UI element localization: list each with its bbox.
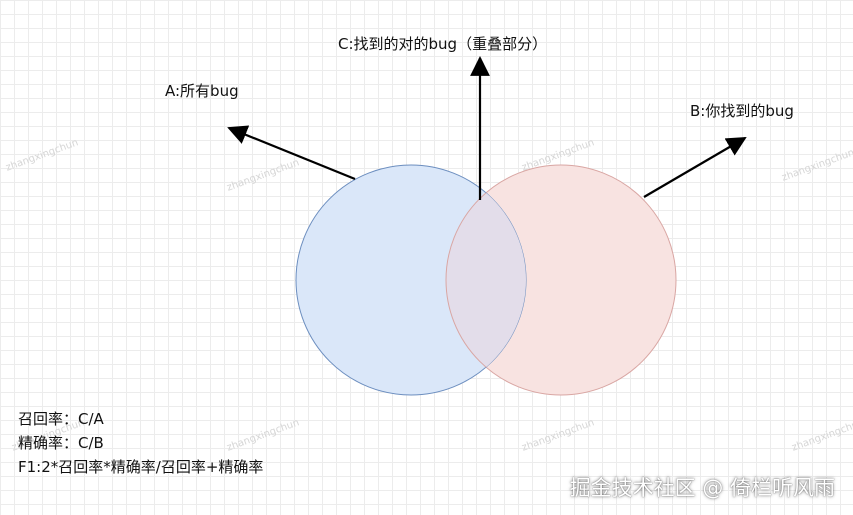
label-b-found-bugs: B:你找到的bug <box>690 102 794 120</box>
label-a-all-bugs: A:所有bug <box>165 82 239 100</box>
source-watermark: 掘金技术社区 @ 倚栏听风雨 <box>569 476 835 500</box>
precision-formula: 精确率：C/B <box>18 434 104 452</box>
overlap-region <box>445 165 526 395</box>
formula-list: 召回率：C/A 精确率：C/B F1:2*召回率*精确率/召回率+精确率 <box>18 407 263 479</box>
arrow-a <box>227 125 356 181</box>
recall-formula: 召回率：C/A <box>18 410 104 428</box>
arrow-b <box>643 137 747 198</box>
label-c-overlap: C:找到的对的bug（重叠部分） <box>338 35 548 53</box>
f1-formula: F1:2*召回率*精确率/召回率+精确率 <box>18 458 264 476</box>
